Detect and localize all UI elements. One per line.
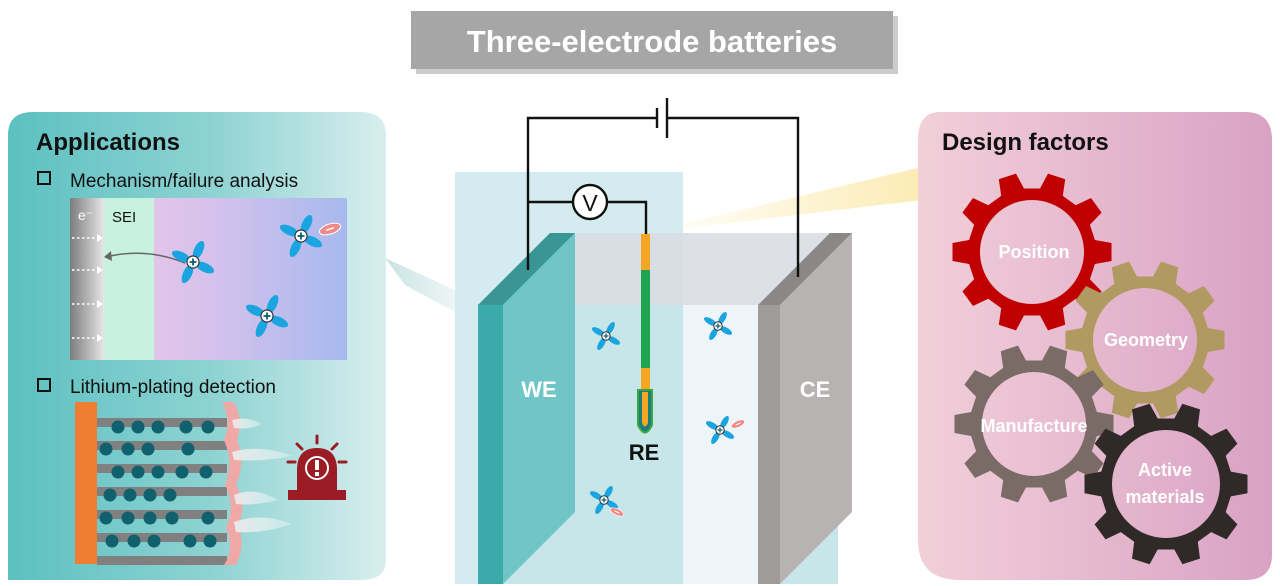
applications-heading: Applications (36, 129, 180, 156)
three-electrode-cell: WE CE V RE (455, 98, 852, 584)
warning-alarm-icon (286, 434, 348, 500)
circuit-wires (526, 116, 800, 277)
application-item-label: Mechanism/failure analysis (70, 171, 298, 192)
we-label: WE (521, 377, 556, 402)
electrode-metal (70, 198, 104, 360)
bullet-square-icon (37, 171, 51, 185)
electron-label: e⁻ (78, 207, 93, 223)
dendrite-growth-icon (232, 418, 292, 533)
ce-label: CE (800, 377, 831, 402)
gear-active-materials-icon (1084, 403, 1248, 565)
sei-label: SEI (112, 209, 136, 226)
electron-arrows-icon (72, 234, 103, 342)
gear-manufacture-icon (954, 345, 1114, 503)
separator (683, 305, 761, 584)
gear-label-manufacture: Manufacture (980, 416, 1087, 436)
working-electrode-top (478, 233, 575, 305)
lithium-plating-illustration (75, 402, 348, 565)
counter-electrode-top (758, 233, 852, 305)
gear-label-position: Position (999, 242, 1070, 262)
gear-label-active-materials-line2: materials (1125, 487, 1204, 507)
migration-arrow-icon (109, 252, 186, 264)
gear-geometry-icon (1065, 261, 1225, 419)
sei-mechanism-illustration: e⁻ SEI (70, 198, 347, 360)
counter-electrode-front (758, 305, 780, 584)
title-banner: Three-electrode batteries (411, 11, 898, 74)
sei-layer (104, 198, 154, 360)
applications-panel: Applications Mechanism/failure analysis … (8, 112, 386, 580)
bullet-square-icon (37, 378, 51, 392)
working-electrode-side (503, 233, 575, 584)
application-item-label: Lithium-plating detection (70, 377, 276, 398)
current-collector (75, 402, 97, 564)
gear-label-active-materials: Active (1138, 460, 1192, 480)
page-title: Three-electrode batteries (467, 24, 837, 59)
voltmeter-label: V (582, 190, 598, 216)
gear-position-icon (952, 173, 1112, 331)
reference-electrode (637, 234, 653, 434)
re-label: RE (629, 440, 660, 465)
design-heading: Design factors (942, 129, 1109, 156)
battery-source-icon (655, 98, 669, 138)
gear-label-geometry: Geometry (1104, 330, 1188, 350)
working-electrode-front (478, 305, 503, 584)
voltmeter-icon: V (571, 183, 609, 221)
design-factors-panel: Design factors Position Geometry Manufac… (918, 112, 1272, 580)
applications-callout (385, 258, 455, 312)
counter-electrode-side (780, 233, 852, 584)
design-callout (645, 168, 922, 233)
